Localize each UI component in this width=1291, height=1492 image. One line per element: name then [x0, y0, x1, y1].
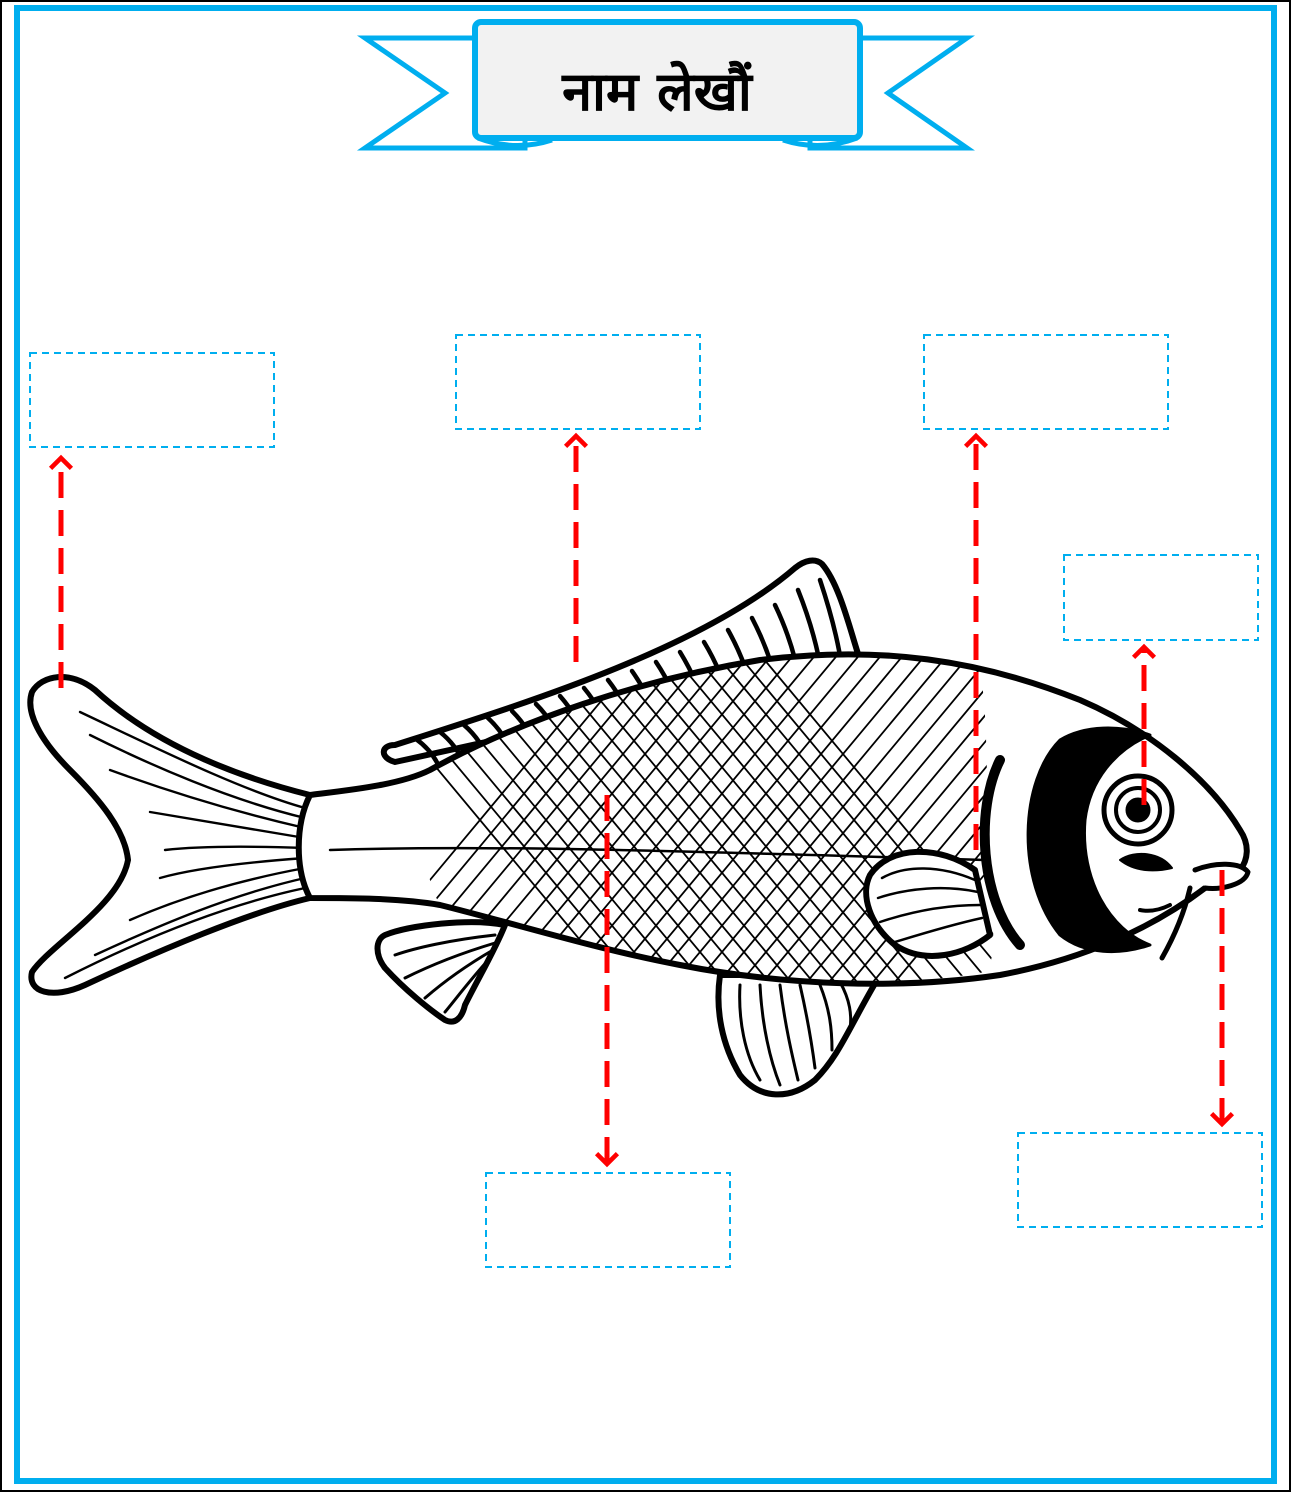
pectoral-fin-rays: [876, 867, 984, 944]
fish-cheek-mark: [1119, 852, 1173, 872]
fish-anal-fin: [715, 972, 883, 1098]
fish-tail-fin: [27, 674, 313, 996]
label-box-gill[interactable]: [923, 334, 1169, 430]
tail-fin-rays: [63, 710, 307, 980]
fish-scales: [423, 653, 994, 983]
fish-lateral-line: [328, 846, 987, 862]
title-banner: नाम लेखौं: [356, 19, 975, 151]
fish-gill-cover: [1026, 726, 1152, 954]
label-box-tail-fin[interactable]: [29, 352, 275, 448]
label-box-eye[interactable]: [1063, 554, 1259, 641]
pelvic-fin-rays: [393, 933, 497, 1014]
banner-center: [472, 19, 863, 141]
label-box-scales[interactable]: [485, 1172, 731, 1268]
label-box-mouth[interactable]: [1017, 1132, 1263, 1228]
fish-barbel-short: [1138, 903, 1172, 913]
fish-illustration: [27, 557, 1251, 1098]
fish-gill-stripe: [979, 755, 1025, 950]
page-frame: [14, 5, 1277, 1484]
label-box-dorsal-fin[interactable]: [455, 334, 701, 430]
fish-barbel-long: [1159, 885, 1193, 961]
fish-pectoral-fin: [863, 848, 993, 959]
fish-pelvic-fin: [374, 919, 508, 1025]
banner-fold-right: [782, 135, 858, 149]
banner-fold-left: [477, 135, 553, 149]
anal-fin-rays: [738, 980, 853, 1087]
fish-dorsal-fin: [380, 557, 863, 765]
worksheet-title: नाम लेखौं: [561, 60, 754, 123]
